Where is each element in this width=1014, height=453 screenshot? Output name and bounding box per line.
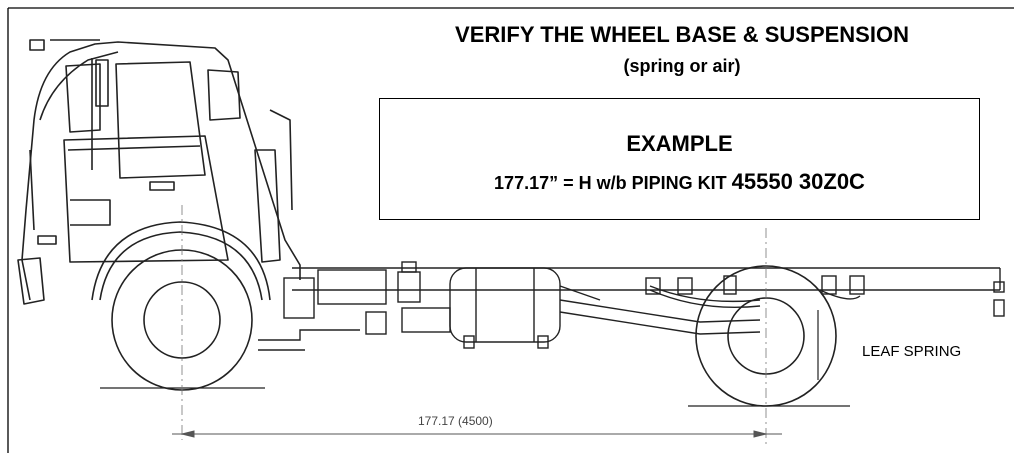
rear-wheel [688,228,850,445]
example-line: 177.17” = H w/b PIPING KIT 45550 30Z0C [380,169,979,195]
wheelbase-dimension-label: 177.17 (4500) [418,414,493,428]
page-subheading: (spring or air) [623,56,741,76]
front-wheel [100,205,265,440]
leaf-spring-label: LEAF SPRING [862,343,962,360]
truck-cab [17,39,301,305]
wheelbase-dimension-line [172,430,782,438]
equipment-components [258,261,561,351]
example-box: EXAMPLE 177.17” = H w/b PIPING KIT 45550… [379,98,980,220]
example-prefix: 177.17” = H w/b PIPING KIT [494,173,732,193]
rear-suspension [645,275,1005,317]
example-title: EXAMPLE [626,131,733,156]
page-heading: VERIFY THE WHEEL BASE & SUSPENSION [455,22,909,47]
kit-number: 45550 30Z0C [731,169,865,194]
